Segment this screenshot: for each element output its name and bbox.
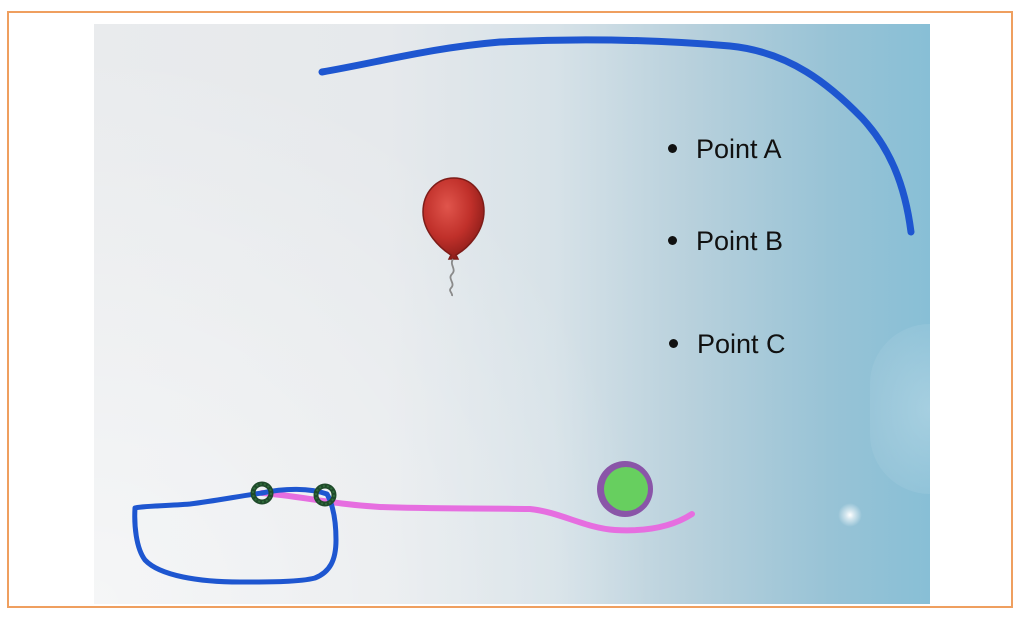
balloon-icon — [422, 177, 485, 297]
bullet-dot — [668, 236, 677, 246]
bullet-dot — [668, 144, 677, 154]
bullet-item-point-c: Point C — [669, 327, 786, 361]
pink-ink-path — [259, 490, 695, 534]
bullet-label: Point B — [696, 226, 784, 256]
lens-flare — [870, 324, 930, 494]
bullet-label: Point A — [696, 134, 782, 164]
bullet-item-point-b: Point B — [668, 224, 783, 258]
blue-ink-arc — [318, 36, 915, 236]
bullet-label: Point C — [697, 329, 786, 359]
blue-ink-loop — [132, 486, 339, 585]
ring-icon — [313, 483, 337, 507]
bullet-item-point-a: Point A — [668, 132, 782, 166]
ring-icon — [250, 481, 274, 505]
circle-marker-icon — [597, 461, 653, 517]
bullet-dot — [669, 339, 678, 349]
sparkle-highlight — [838, 503, 862, 527]
